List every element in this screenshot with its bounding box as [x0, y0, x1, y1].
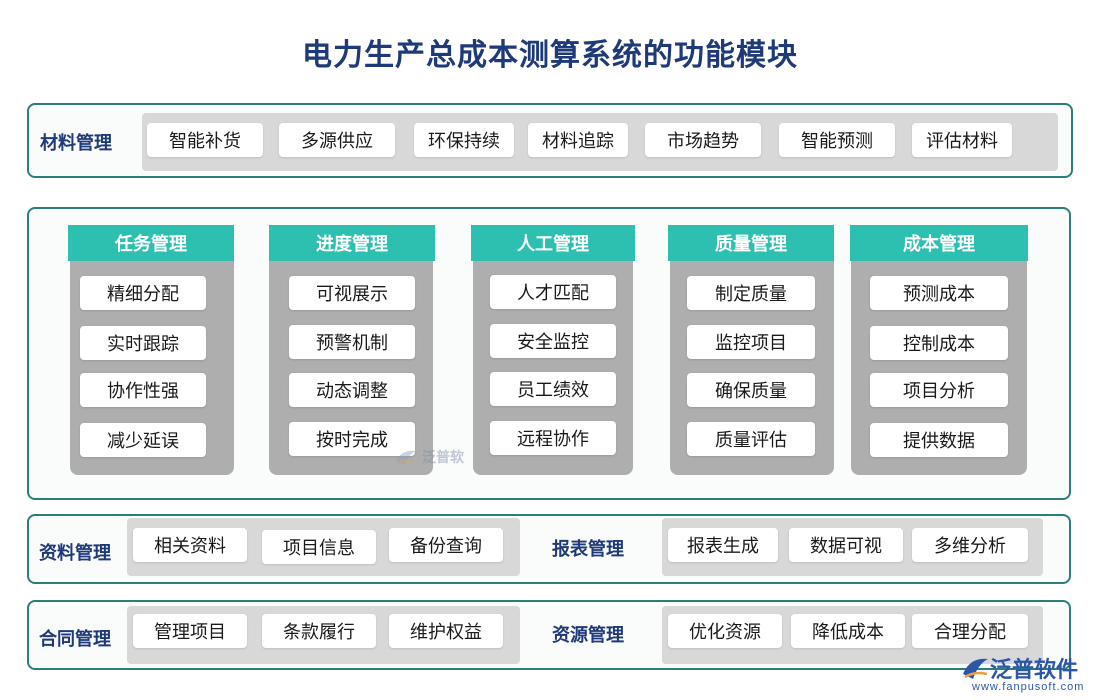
module-header: 质量管理	[668, 225, 834, 261]
module-item: 预测成本	[870, 276, 1008, 310]
contracts-item: 条款履行	[262, 614, 376, 648]
resources-item: 降低成本	[791, 614, 905, 648]
module-item: 人才匹配	[490, 275, 616, 309]
documents-label: 资料管理	[39, 543, 111, 563]
module-header: 人工管理	[471, 225, 635, 261]
module-item: 安全监控	[490, 324, 616, 358]
module-item: 动态调整	[289, 373, 415, 407]
module-item: 质量评估	[687, 422, 815, 456]
material-item: 智能补货	[147, 123, 263, 157]
module-item: 减少延误	[80, 423, 206, 457]
module-item: 制定质量	[687, 276, 815, 310]
material-item: 环保持续	[414, 123, 514, 157]
module-item: 提供数据	[870, 423, 1008, 457]
page-title: 电力生产总成本测算系统的功能模块	[302, 39, 798, 72]
module-item: 项目分析	[870, 373, 1008, 407]
contracts-label: 合同管理	[39, 629, 111, 649]
documents-item: 项目信息	[262, 530, 376, 564]
module-item: 确保质量	[687, 373, 815, 407]
module-item: 精细分配	[80, 276, 206, 310]
watermark-text: 泛普软	[422, 449, 464, 465]
brand-logo: 泛普软件 www.fanpusoft.com	[960, 652, 1095, 696]
material-item: 多源供应	[279, 123, 395, 157]
contracts-item: 维护权益	[389, 614, 503, 648]
module-item: 实时跟踪	[80, 326, 206, 360]
module-header: 任务管理	[68, 225, 234, 261]
material-item: 材料追踪	[528, 123, 628, 157]
brand-logo-icon	[396, 450, 416, 465]
resources-item: 合理分配	[912, 614, 1028, 648]
module-item: 按时完成	[289, 422, 415, 456]
module-item: 协作性强	[80, 373, 206, 407]
material-item: 市场趋势	[645, 123, 761, 157]
module-item: 预警机制	[289, 325, 415, 359]
material-item: 评估材料	[912, 123, 1012, 157]
module-item: 控制成本	[870, 326, 1008, 360]
module-item: 员工绩效	[490, 372, 616, 406]
reports-label: 报表管理	[552, 539, 624, 559]
module-item: 可视展示	[289, 276, 415, 310]
resources-label: 资源管理	[552, 625, 624, 645]
documents-item: 相关资料	[133, 528, 247, 562]
reports-item: 多维分析	[912, 528, 1028, 562]
reports-item: 数据可视	[789, 528, 903, 562]
brand-swoosh-icon	[963, 658, 988, 679]
brand-name: 泛普软件	[990, 657, 1079, 682]
material-item: 智能预测	[779, 123, 895, 157]
module-header: 进度管理	[269, 225, 435, 261]
resources-item: 优化资源	[668, 614, 782, 648]
module-item: 远程协作	[490, 421, 616, 455]
material-label: 材料管理	[40, 133, 112, 153]
module-header: 成本管理	[850, 225, 1028, 261]
watermark: 泛普软	[394, 442, 504, 472]
contracts-item: 管理项目	[133, 614, 247, 648]
module-item: 监控项目	[687, 325, 815, 359]
brand-url: www.fanpusoft.com	[972, 681, 1085, 693]
documents-item: 备份查询	[389, 528, 503, 562]
reports-item: 报表生成	[668, 528, 778, 562]
